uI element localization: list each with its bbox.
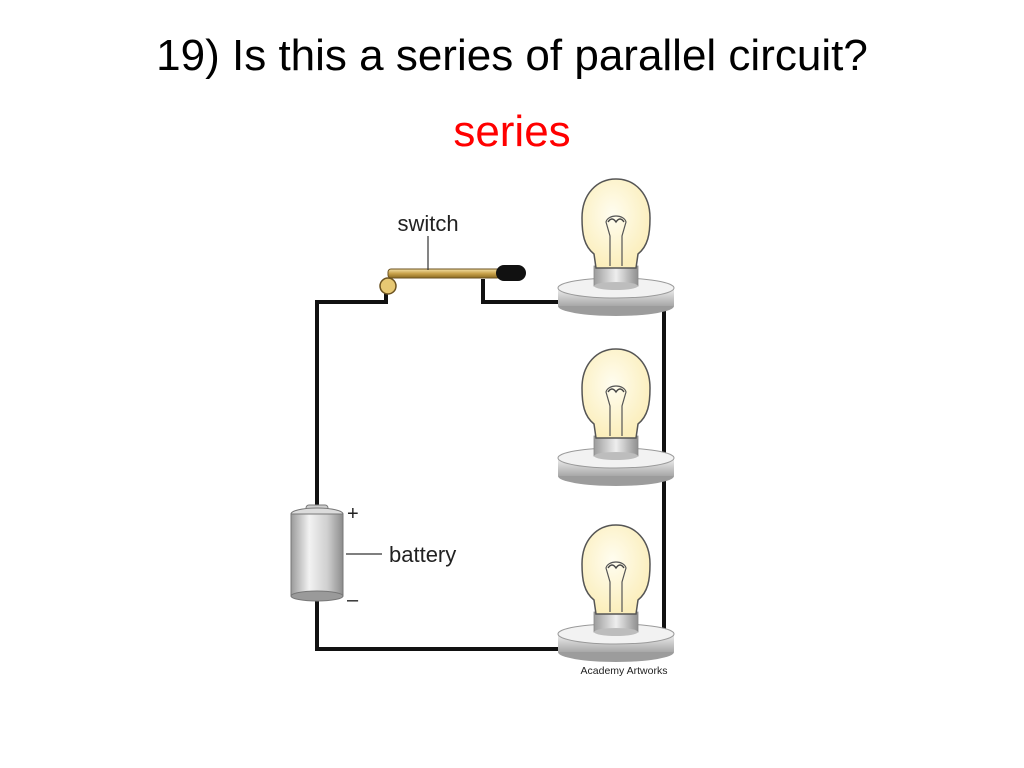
wire-switch-to-bulb — [481, 279, 570, 304]
battery-minus-sign: – — [347, 589, 359, 611]
switch: switch — [379, 211, 526, 295]
battery-body — [290, 513, 344, 597]
light-bulb-bottom — [557, 524, 675, 662]
circuit-svg: switch + – battery — [290, 178, 675, 677]
light-bulb-top — [557, 178, 675, 316]
switch-lever — [387, 268, 501, 279]
light-bulb-middle — [557, 348, 675, 486]
wire-left-top — [315, 284, 388, 513]
switch-pivot — [379, 277, 397, 295]
image-credit: Academy Artworks — [581, 665, 668, 677]
answer-text: series — [453, 107, 571, 156]
switch-label: switch — [397, 211, 458, 236]
circuit-diagram: switch + – battery — [288, 176, 680, 681]
battery: + – battery — [290, 503, 456, 611]
battery-label: battery — [389, 542, 456, 567]
switch-handle — [496, 265, 526, 281]
battery-plus-sign: + — [347, 503, 359, 525]
wire-left-bottom — [315, 594, 570, 651]
slide-title: 19) Is this a series of parallel circuit… — [156, 31, 868, 80]
